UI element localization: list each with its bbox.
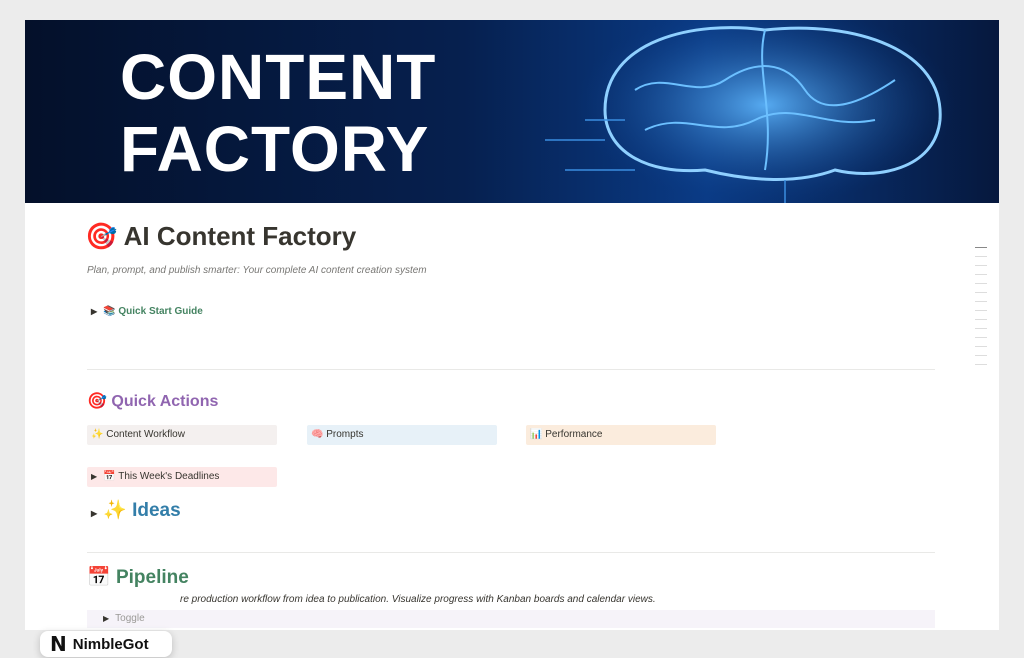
sparkles-icon: ✨: [103, 500, 127, 521]
nimblegot-logo-icon: N: [50, 632, 67, 656]
pipeline-description: re production workflow from idea to publ…: [180, 594, 656, 605]
toggle-quick-start-guide[interactable]: ▶ 📚 Quick Start Guide: [91, 306, 203, 317]
toc-line[interactable]: [975, 319, 987, 320]
page-title: 🎯 AI Content Factory: [85, 221, 356, 252]
toc-line[interactable]: [975, 337, 987, 338]
toc-line[interactable]: [975, 355, 987, 356]
button-label: Performance: [545, 429, 603, 440]
toggle-triangle-icon[interactable]: ▶: [103, 614, 110, 623]
performance-button[interactable]: 📊 Performance: [526, 425, 716, 445]
books-icon: 📚: [103, 306, 116, 317]
toggle-heading-ideas[interactable]: ▶ ✨ Ideas: [91, 498, 181, 522]
toc-line[interactable]: [975, 310, 987, 311]
page-title-text: AI Content Factory: [123, 221, 357, 251]
toggle-triangle-icon[interactable]: ▶: [91, 307, 98, 316]
button-label: Prompts: [326, 429, 364, 440]
heading-text: Ideas: [132, 500, 181, 521]
bar-chart-icon: 📊: [530, 429, 543, 440]
banner-title-line2: FACTORY: [120, 113, 430, 185]
toc-line[interactable]: [975, 265, 987, 266]
prompts-button[interactable]: 🧠 Prompts: [307, 425, 497, 445]
toggle-this-weeks-deadlines[interactable]: ▶ 📅 This Week's Deadlines: [87, 467, 277, 487]
toc-line[interactable]: [975, 301, 987, 302]
nimblegot-watermark: N NimbleGot: [40, 631, 172, 657]
banner-title-line1: CONTENT: [120, 41, 437, 113]
toc-line[interactable]: [975, 274, 987, 275]
content-workflow-button[interactable]: ✨ Content Workflow: [87, 425, 277, 445]
toc-line[interactable]: [975, 364, 987, 365]
toc-line[interactable]: [975, 328, 987, 329]
target-icon: 🎯: [85, 221, 118, 251]
toggle-label: Quick Start Guide: [118, 306, 203, 317]
quick-actions-heading: 🎯 Quick Actions: [87, 391, 218, 411]
brain-illustration-icon: [545, 20, 955, 203]
toggle-triangle-icon[interactable]: ▶: [91, 509, 98, 518]
sparkles-icon: ✨: [91, 429, 104, 440]
toggle-label: This Week's Deadlines: [118, 471, 220, 482]
toc-line[interactable]: [975, 292, 987, 293]
calendar-icon: 📅: [87, 567, 111, 588]
toggle-block[interactable]: ▶ Toggle: [87, 610, 935, 628]
cover-banner: CONTENT FACTORY: [25, 20, 999, 203]
notion-page: CONTENT FACTORY 🎯 AI Content Factory Pla…: [25, 20, 999, 630]
toggle-triangle-icon[interactable]: ▶: [91, 472, 98, 481]
heading-text: Quick Actions: [111, 393, 219, 410]
button-label: Content Workflow: [106, 429, 185, 440]
toc-line[interactable]: [975, 283, 987, 284]
toc-line[interactable]: [975, 247, 987, 248]
pipeline-heading: 📅 Pipeline: [87, 567, 189, 589]
target-icon: 🎯: [87, 393, 107, 410]
heading-text: Pipeline: [115, 567, 189, 588]
page-subtitle: Plan, prompt, and publish smarter: Your …: [87, 265, 427, 276]
toc-line[interactable]: [975, 256, 987, 257]
brain-icon: 🧠: [311, 429, 324, 440]
toggle-label: Toggle: [115, 613, 145, 624]
divider: [87, 552, 935, 553]
divider: [87, 369, 935, 370]
watermark-text: NimbleGot: [72, 635, 149, 653]
toc-line[interactable]: [975, 346, 987, 347]
calendar-icon: 📅: [103, 471, 116, 482]
